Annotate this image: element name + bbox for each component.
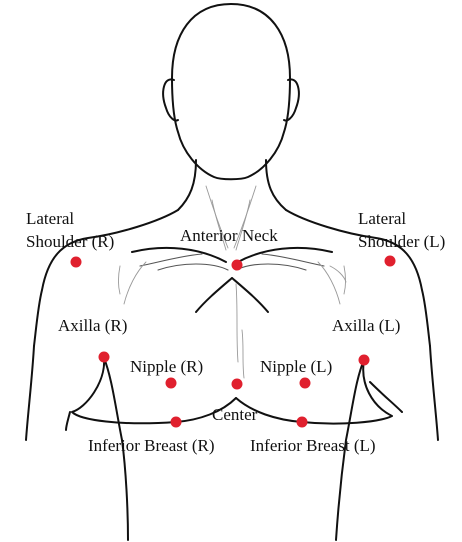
arm-left-detail bbox=[370, 382, 402, 412]
label-lateral-shoulder-l-line2: Shoulder (L) bbox=[358, 232, 445, 251]
marker-nipple-l[interactable] bbox=[300, 378, 311, 389]
label-nipple-l: Nipple (L) bbox=[260, 357, 332, 376]
pectoral-contour-left bbox=[236, 264, 306, 270]
marker-inferior-breast-r[interactable] bbox=[171, 417, 182, 428]
deltoid-detail bbox=[318, 262, 340, 304]
label-inferior-breast-r: Inferior Breast (R) bbox=[88, 436, 215, 455]
label-inferior-breast-l: Inferior Breast (L) bbox=[250, 436, 376, 455]
sternum-line bbox=[236, 284, 238, 362]
marker-lateral-shoulder-r[interactable] bbox=[71, 257, 82, 268]
label-lateral-shoulder-r-line2: Shoulder (R) bbox=[26, 232, 114, 251]
marker-axilla-l[interactable] bbox=[359, 355, 370, 366]
right-lower-pec-line bbox=[66, 412, 70, 430]
pectoral-upper-right bbox=[196, 278, 232, 312]
marker-axilla-r[interactable] bbox=[99, 352, 110, 363]
ear-left-outline bbox=[163, 79, 178, 120]
marker-center[interactable] bbox=[232, 379, 243, 390]
sternum-line bbox=[242, 330, 244, 378]
label-nipple-r: Nipple (R) bbox=[130, 357, 203, 376]
neck-outline-left-side bbox=[266, 160, 286, 210]
arm-left-outer bbox=[430, 346, 438, 440]
ear-right-outline bbox=[284, 79, 299, 120]
head-outline bbox=[172, 4, 290, 179]
shoulder-detail bbox=[119, 266, 121, 294]
marker-anterior-neck[interactable] bbox=[232, 260, 243, 271]
label-lateral-shoulder-r-line1: Lateral bbox=[26, 209, 74, 228]
marker-inferior-breast-l[interactable] bbox=[297, 417, 308, 428]
arm-right-outer bbox=[26, 346, 34, 440]
label-anterior-neck: Anterior Neck bbox=[180, 226, 278, 245]
label-axilla-r: Axilla (R) bbox=[58, 316, 127, 335]
marker-nipple-r[interactable] bbox=[166, 378, 177, 389]
neck-outline-right-side bbox=[178, 160, 196, 210]
deltoid-detail bbox=[124, 262, 146, 304]
marker-lateral-shoulder-l[interactable] bbox=[385, 256, 396, 267]
clavicle-right bbox=[132, 248, 226, 262]
pectoral-contour-right bbox=[158, 264, 228, 270]
shoulder-detail bbox=[330, 266, 346, 282]
pectoral-upper-left bbox=[232, 278, 268, 312]
label-axilla-l: Axilla (L) bbox=[332, 316, 400, 335]
label-lateral-shoulder-l-line1: Lateral bbox=[358, 209, 406, 228]
clavicle-left bbox=[238, 248, 332, 262]
label-center: Center bbox=[212, 405, 258, 424]
